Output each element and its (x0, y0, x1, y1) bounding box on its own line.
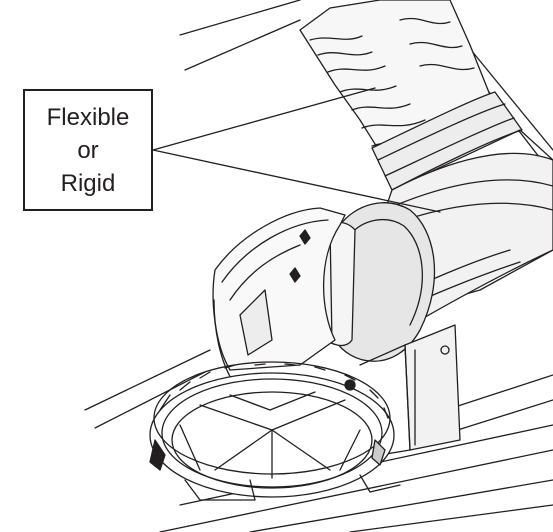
callout-label-box: Flexible or Rigid (23, 89, 153, 211)
callout-leader-lines (152, 87, 441, 213)
callout-line-flexible: Flexible (46, 103, 130, 131)
interior-vanes (179, 391, 361, 479)
mounting-bracket (359, 324, 461, 456)
rigid-elbow-duct (311, 152, 553, 362)
fan-housing (212, 207, 346, 381)
callout-line-rigid: Rigid (60, 169, 116, 197)
callout-line-or: or (77, 136, 99, 164)
lower-supports (184, 474, 401, 501)
